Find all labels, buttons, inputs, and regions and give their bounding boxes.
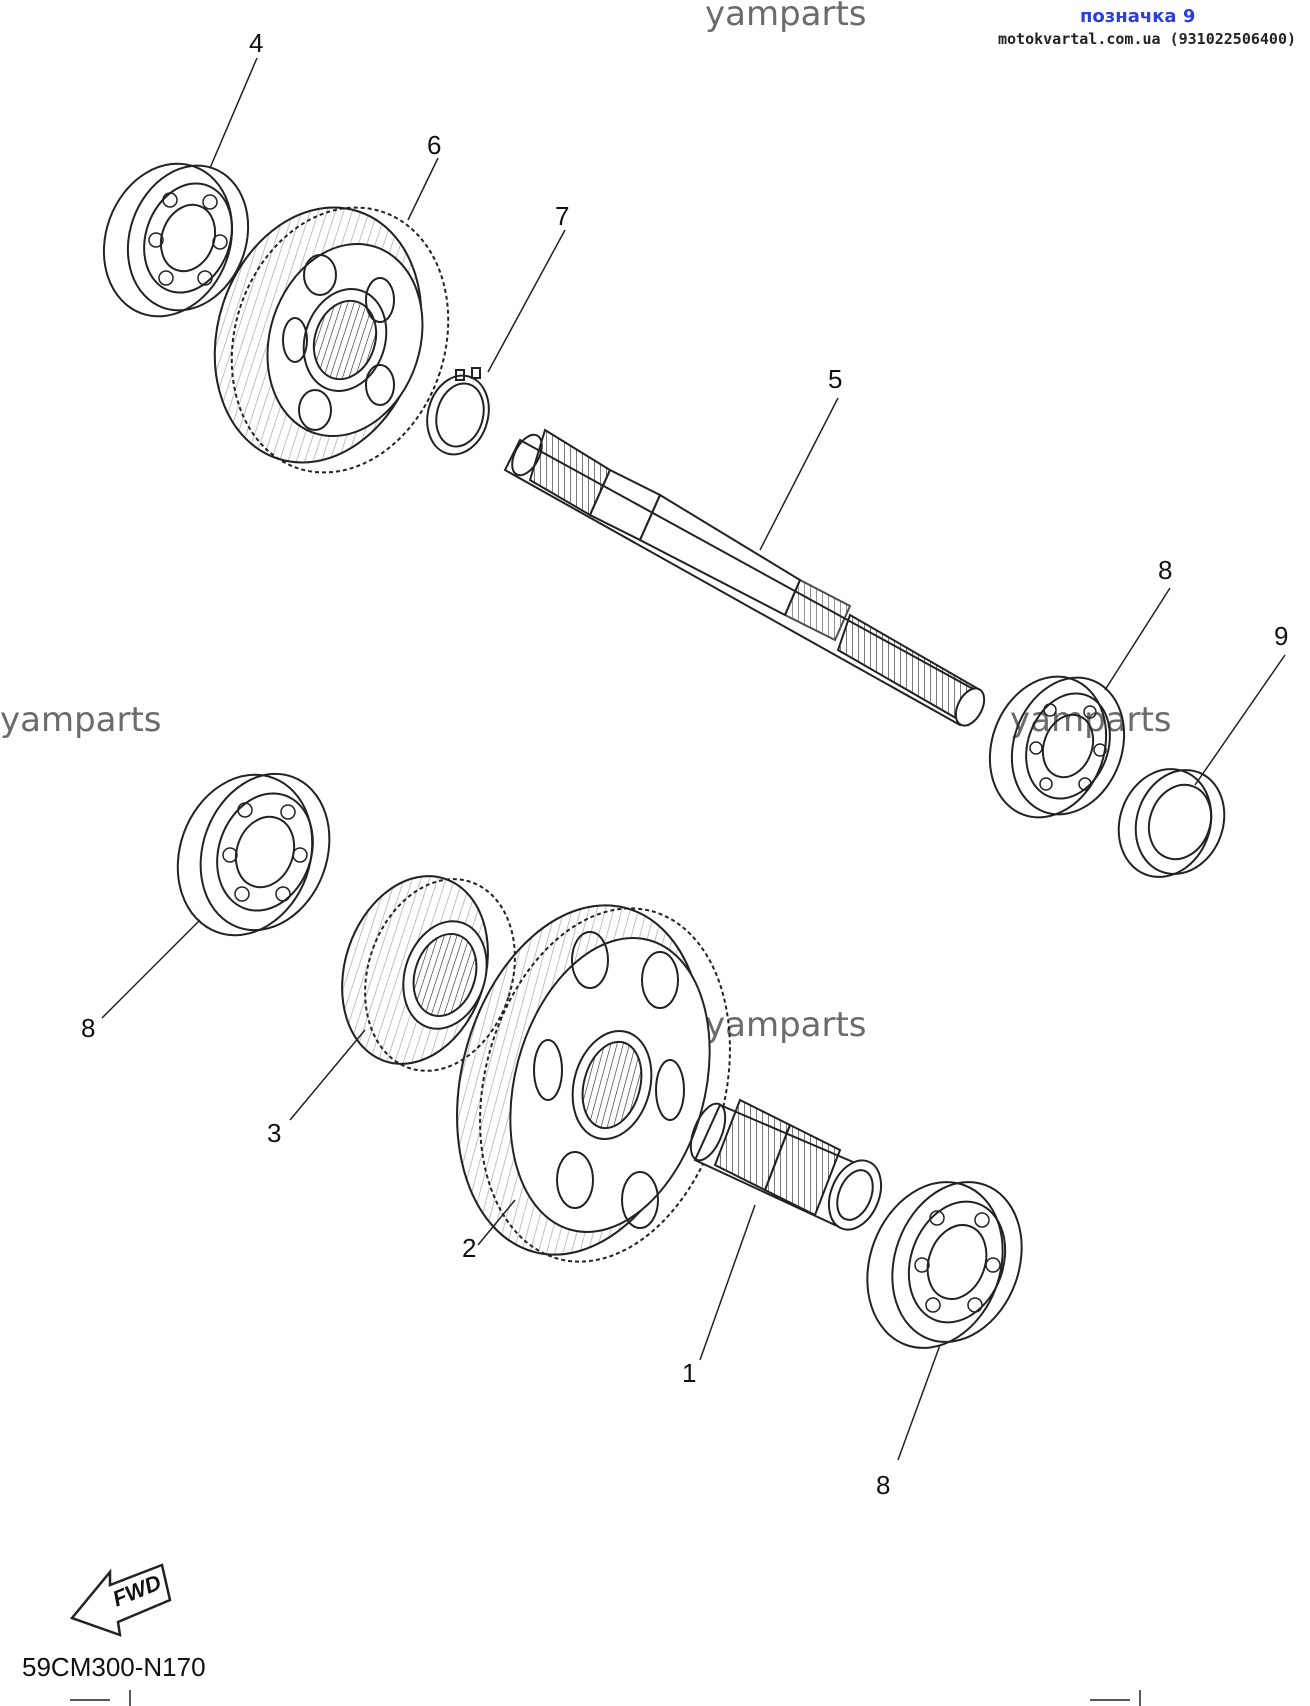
callout-1: 1 xyxy=(682,1358,697,1388)
watermark-top: yamparts xyxy=(705,0,867,34)
gear-part-2 xyxy=(456,904,731,1263)
callout-2: 2 xyxy=(462,1233,477,1263)
bearing-part-8-bottom xyxy=(866,1181,1023,1349)
callout-8-right: 8 xyxy=(1158,555,1173,585)
seal-part-9 xyxy=(1117,768,1226,878)
callout-5: 5 xyxy=(828,364,843,394)
shaft-part-5 xyxy=(503,428,986,727)
bearing-part-8-left xyxy=(176,772,331,937)
callout-7: 7 xyxy=(555,201,570,231)
gear-part-6 xyxy=(213,206,450,474)
diagram-code: 59CM300-N170 xyxy=(22,1652,206,1682)
watermark-left: yamparts xyxy=(0,700,162,740)
leader-lines xyxy=(101,57,1286,1461)
bearing-part-8-right xyxy=(988,675,1126,819)
callout-3: 3 xyxy=(267,1118,282,1148)
bearing-part-4 xyxy=(102,162,250,318)
callout-9: 9 xyxy=(1274,621,1289,651)
fwd-arrow-icon xyxy=(69,1563,172,1637)
page-edge-marks xyxy=(70,1690,1141,1706)
callout-6: 6 xyxy=(427,130,442,160)
collar-part-1 xyxy=(689,1098,883,1231)
callout-8-left: 8 xyxy=(81,1013,96,1043)
gear-part-3 xyxy=(341,875,516,1072)
badge-title: позначка 9 xyxy=(1080,6,1196,27)
callout-4: 4 xyxy=(249,28,264,58)
badge-subtitle: motokvartal.com.ua (931022506400) xyxy=(998,30,1297,48)
circlip-part-7 xyxy=(426,367,490,456)
callout-8-bottom: 8 xyxy=(876,1470,891,1500)
watermark-center: yamparts xyxy=(705,1005,867,1045)
